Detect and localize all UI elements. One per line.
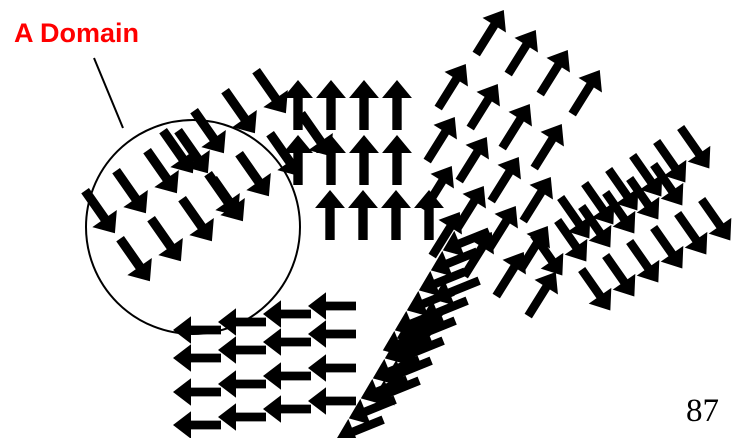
arrow <box>349 80 379 130</box>
arrow <box>213 82 267 142</box>
arrow <box>104 162 158 222</box>
arrow <box>308 292 356 320</box>
arrow <box>459 77 510 136</box>
arrow <box>73 182 127 242</box>
arrow <box>173 411 221 438</box>
arrow <box>448 130 499 189</box>
arrow <box>348 190 378 240</box>
arrow <box>263 328 311 356</box>
arrow <box>263 362 311 390</box>
bottom-left-domain <box>173 292 356 438</box>
arrow <box>381 190 411 240</box>
arrow <box>382 80 412 130</box>
arrow <box>316 80 346 130</box>
arrow <box>561 63 612 122</box>
arrow <box>491 97 542 156</box>
arrow <box>170 190 224 250</box>
arrow <box>315 190 345 240</box>
bottom-center-domain <box>332 219 495 438</box>
arrow <box>497 23 548 82</box>
arrow <box>465 3 516 62</box>
arrow <box>258 125 312 185</box>
arrow <box>173 344 221 372</box>
arrow <box>218 370 266 398</box>
arrow <box>349 135 379 185</box>
arrow <box>529 43 580 102</box>
arrow <box>480 150 531 209</box>
arrow <box>108 230 162 290</box>
arrow <box>308 387 356 415</box>
arrow <box>218 403 266 431</box>
arrow <box>173 316 221 344</box>
arrow <box>308 354 356 382</box>
arrow <box>308 320 356 348</box>
arrow <box>416 110 467 169</box>
arrow <box>227 145 281 205</box>
arrow <box>139 210 193 270</box>
arrow <box>523 117 574 176</box>
arrow <box>512 170 563 229</box>
arrow <box>263 395 311 423</box>
arrow <box>173 378 221 406</box>
domain-label: A Domain <box>14 18 139 48</box>
top-center-domain <box>283 80 444 240</box>
arrow <box>413 159 464 218</box>
page-number: 87 <box>686 393 719 429</box>
arrow <box>218 336 266 364</box>
arrow <box>382 135 412 185</box>
pointer-line <box>94 58 123 128</box>
arrows-layer <box>73 3 737 438</box>
arrow <box>427 57 478 116</box>
arrow <box>263 300 311 328</box>
